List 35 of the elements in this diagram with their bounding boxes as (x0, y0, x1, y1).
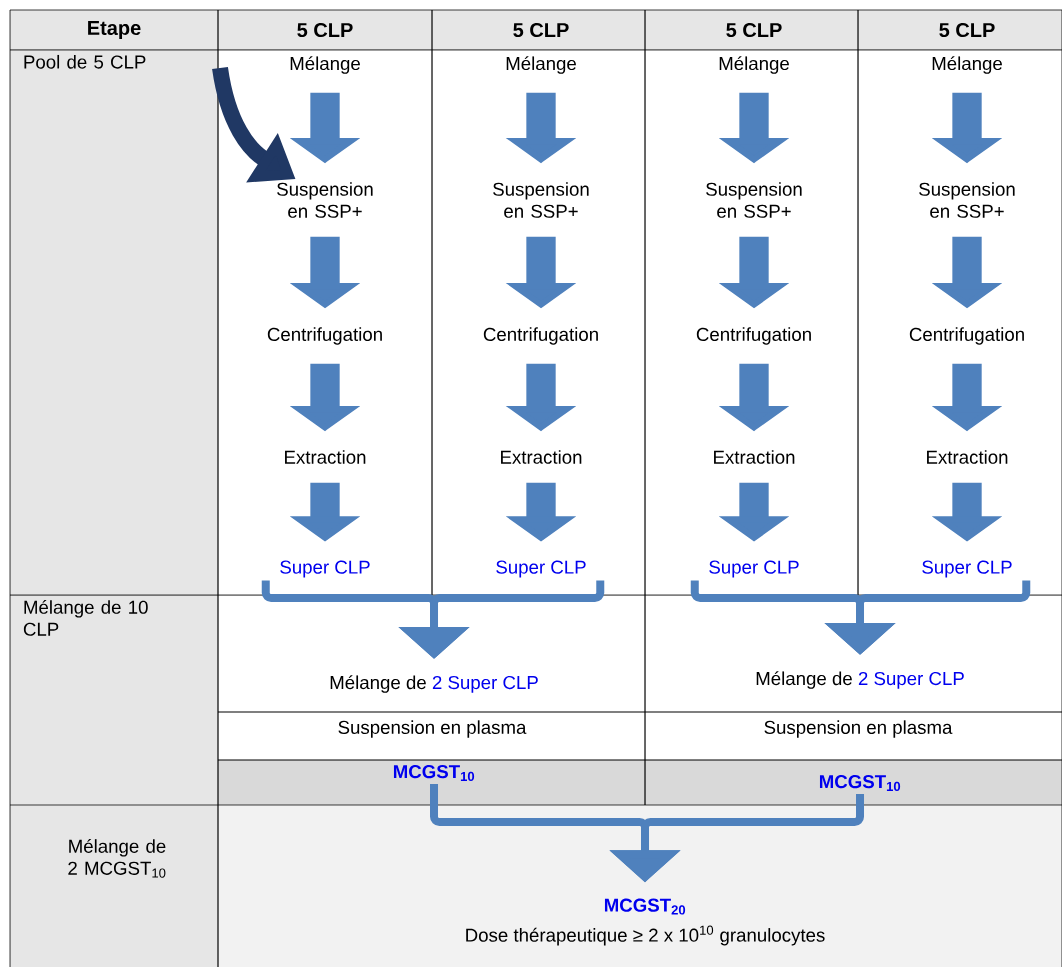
step-label: Suspension en SSP+ (706, 182, 802, 218)
step-label: Mélange de 2 Super CLP (330, 675, 538, 693)
column-header: Etape (88, 21, 141, 39)
step-label: Extraction (501, 450, 582, 464)
step-label: Centrifugation (267, 327, 382, 345)
column-header: 5 CLP (513, 22, 569, 38)
column-header: 5 CLP (939, 22, 995, 38)
step-label: Centrifugation (909, 327, 1024, 345)
product-label: MCGST$_{10}$ (819, 774, 901, 792)
product-label: Super CLP (709, 560, 799, 578)
step-label: Suspension en plasma (764, 720, 953, 738)
product-label: Super CLP (496, 560, 586, 578)
step-label: Extraction (927, 450, 1008, 464)
step-label: Suspension en SSP+ (277, 182, 373, 218)
row-header: Pool de 5 CLP (24, 54, 146, 69)
column-header: 5 CLP (726, 22, 782, 38)
row-header: Mélange de 2 MCGST$_{10}$ (68, 838, 166, 878)
result-label: MCGST$_{20}$ Dose thérapeutique ≥ 2 x 10$^{10}$ granulocytes (466, 898, 825, 946)
step-label: Mélange (719, 56, 789, 74)
step-label: Mélange (290, 56, 360, 74)
step-label: Suspension en SSP+ (493, 182, 589, 218)
step-label: Extraction (714, 450, 795, 464)
step-label: Centrifugation (483, 327, 598, 345)
step-label: Mélange (932, 56, 1002, 74)
row-header: Mélange de 10 CLP (23, 599, 148, 636)
product-label: Super CLP (922, 560, 1012, 578)
product-label: MCGST$_{10}$ (393, 764, 475, 782)
step-label: Suspension en SSP+ (919, 182, 1015, 218)
product-label: Super CLP (280, 560, 370, 578)
step-label: Mélange de 2 Super CLP (756, 671, 964, 689)
step-label: Suspension en plasma (338, 720, 527, 738)
step-label: Extraction (285, 450, 366, 464)
step-label: Mélange (506, 56, 576, 74)
step-label: Centrifugation (696, 327, 811, 345)
column-header: 5 CLP (297, 22, 353, 38)
